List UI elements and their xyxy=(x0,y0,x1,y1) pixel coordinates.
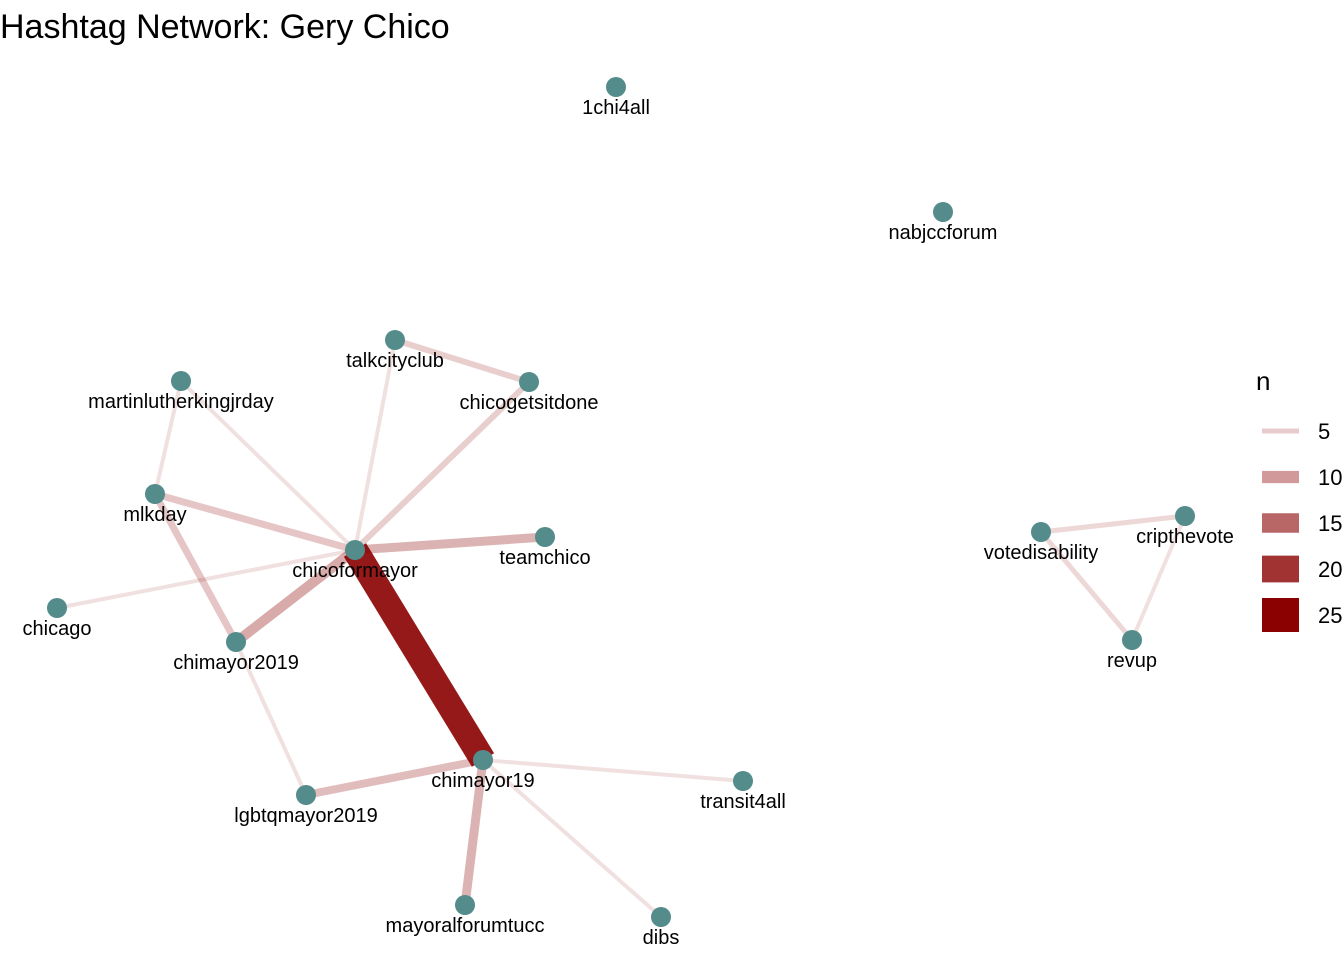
node-label: chimayor19 xyxy=(431,770,534,792)
legend: n 5 10 15 20 25 xyxy=(1256,366,1342,632)
chart-title: Hashtag Network: Gery Chico xyxy=(0,8,450,46)
node-marker xyxy=(345,540,365,560)
node-cripthevote: cripthevote xyxy=(1136,506,1234,548)
node-marker xyxy=(171,371,191,391)
node-label: martinlutherkingjrday xyxy=(88,391,274,413)
node-mayoralforumtucc: mayoralforumtucc xyxy=(386,895,545,937)
node-label: chimayor2019 xyxy=(173,652,299,674)
legend-label: 25 xyxy=(1318,603,1342,628)
edge-votedisability-revup xyxy=(1039,530,1134,642)
node-marker xyxy=(385,330,405,350)
node-marker xyxy=(535,527,555,547)
edge-votedisability-cripthevote xyxy=(1040,513,1186,535)
edge-chicoformayor-teamchico xyxy=(354,532,546,555)
node-marker xyxy=(1122,630,1142,650)
legend-label: 10 xyxy=(1318,465,1342,490)
node-marker xyxy=(455,895,475,915)
node-label: teamchico xyxy=(499,547,590,569)
node-transit4all: transit4all xyxy=(700,771,786,813)
node-chicago: chicago xyxy=(23,598,92,640)
node-chicoformayor: chicoformayor xyxy=(292,540,418,582)
edge-chicoformayor-mlkday xyxy=(154,490,356,554)
node-label: dibs xyxy=(643,927,680,949)
edge-chimayor2019-lgbtqmayor2019 xyxy=(234,641,308,796)
edge-chicoformayor-chicogetsitdone xyxy=(352,379,532,553)
edge-martinlutherkingjrday-mlkday xyxy=(153,380,183,495)
node-marker xyxy=(47,598,67,618)
legend-item: 15 xyxy=(1262,511,1342,536)
edge-chicoformayor-chicago xyxy=(56,548,356,610)
legend-label: 15 xyxy=(1318,511,1342,536)
node-dibs: dibs xyxy=(643,907,680,949)
node-label: votedisability xyxy=(984,542,1099,564)
edge-chicoformayor-chimayor19 xyxy=(343,543,495,767)
node-label: cripthevote xyxy=(1136,526,1234,548)
legend-swatch xyxy=(1262,555,1299,583)
legend-swatch xyxy=(1262,598,1299,632)
edge-chimayor19-lgbtqmayor2019 xyxy=(305,756,484,799)
node-label: chicoformayor xyxy=(292,560,418,582)
node-nabjccforum: nabjccforum xyxy=(889,202,998,244)
edge-chicoformayor-martinlutherkingjrday xyxy=(179,379,357,552)
node-1chi4all: 1chi4all xyxy=(582,77,650,119)
node-label: 1chi4all xyxy=(582,97,650,119)
node-label: lgbtqmayor2019 xyxy=(234,805,377,827)
node-marker xyxy=(733,771,753,791)
node-chimayor2019: chimayor2019 xyxy=(173,632,299,674)
node-lgbtqmayor2019: lgbtqmayor2019 xyxy=(234,785,378,827)
node-label: talkcityclub xyxy=(346,350,444,372)
node-label: revup xyxy=(1107,650,1157,672)
node-marker xyxy=(651,907,671,927)
edge-talkcityclub-chicogetsitdone xyxy=(394,337,530,385)
node-label: chicago xyxy=(23,618,92,640)
node-martinlutherkingjrday: martinlutherkingjrday xyxy=(88,371,274,413)
legend-title: n xyxy=(1256,366,1270,396)
edge-mlkday-chimayor2019 xyxy=(151,492,240,644)
node-label: transit4all xyxy=(700,791,786,813)
node-marker xyxy=(606,77,626,97)
edges-layer xyxy=(56,337,1187,919)
node-marker xyxy=(519,372,539,392)
node-marker xyxy=(473,750,493,770)
legend-item: 20 xyxy=(1262,555,1342,583)
edge-chimayor19-dibs xyxy=(481,758,663,919)
legend-item: 25 xyxy=(1262,598,1342,632)
nodes-layer: 1chi4all nabjccforum talkcityclub chicogets… xyxy=(23,77,1234,949)
node-chimayor19: chimayor19 xyxy=(431,750,535,792)
edge-chicoformayor-chimayor2019 xyxy=(232,546,359,646)
node-revup: revup xyxy=(1107,630,1157,672)
node-marker xyxy=(1031,522,1051,542)
node-mlkday: mlkday xyxy=(123,484,187,526)
node-votedisability: votedisability xyxy=(984,522,1099,564)
legend-swatch xyxy=(1262,513,1299,533)
legend-label: 20 xyxy=(1318,557,1342,582)
node-label: mayoralforumtucc xyxy=(386,915,545,937)
legend-label: 5 xyxy=(1318,419,1330,444)
legend-item: 5 xyxy=(1262,419,1330,444)
node-talkcityclub: talkcityclub xyxy=(346,330,444,372)
node-chicogetsitdone: chicogetsitdone xyxy=(460,372,599,414)
legend-swatch xyxy=(1262,428,1299,434)
node-marker xyxy=(145,484,165,504)
edge-chimayor19-mayoralforumtucc xyxy=(460,759,488,906)
node-marker xyxy=(1175,506,1195,526)
legend-swatch xyxy=(1262,470,1299,484)
node-marker xyxy=(933,202,953,222)
node-label: mlkday xyxy=(123,504,186,526)
node-label: nabjccforum xyxy=(889,222,998,244)
node-teamchico: teamchico xyxy=(499,527,591,569)
node-marker xyxy=(226,632,246,652)
edge-cripthevote-revup xyxy=(1130,515,1187,641)
node-label: chicogetsitdone xyxy=(460,392,599,414)
edge-chimayor19-transit4all xyxy=(482,758,744,783)
edge-chicoformayor-talkcityclub xyxy=(353,339,397,551)
legend-item: 10 xyxy=(1262,465,1342,490)
node-marker xyxy=(296,785,316,805)
